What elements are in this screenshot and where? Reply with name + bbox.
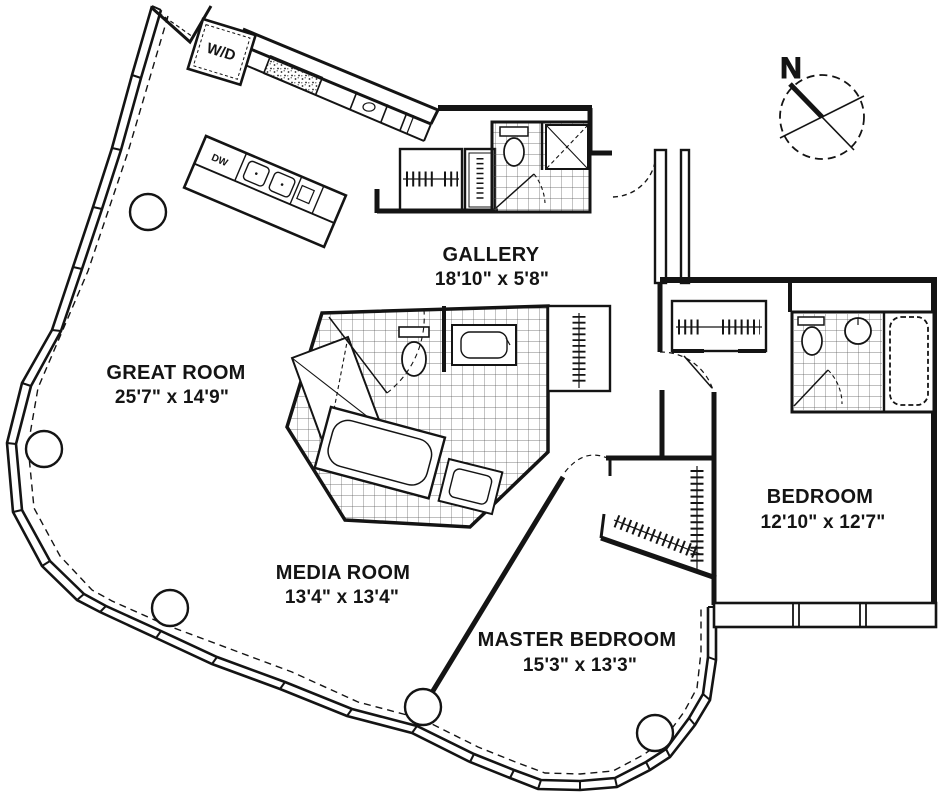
column — [128, 192, 168, 232]
room-label-gallery: GALLERY — [443, 244, 540, 266]
kitchen — [230, 27, 440, 142]
room-dims-bedroom: 12'10" x 12'7" — [761, 512, 886, 533]
vanity — [451, 324, 517, 366]
room-label-media-room: MEDIA ROOM — [276, 562, 410, 584]
entry-door-arc — [611, 152, 657, 198]
washer-dryer-closet: W/D — [186, 17, 258, 87]
door-leaf — [495, 173, 535, 209]
bedroom-window-band — [712, 601, 938, 629]
master-bedroom-walls — [422, 454, 608, 706]
bedroom-bathroom — [790, 310, 936, 414]
room-dims-media-room: 13'4" x 13'4" — [285, 587, 399, 608]
toilet-bowl — [503, 137, 525, 167]
second-vanity — [437, 457, 504, 516]
master-bathroom — [285, 304, 550, 529]
column — [635, 713, 675, 753]
toilet-tank — [499, 126, 529, 137]
gallery-closets — [374, 147, 498, 214]
window-mullion-ticks — [6, 5, 717, 790]
toilet-tank — [398, 326, 430, 338]
room-labels: GREAT ROOM 25'7" x 14'9" GALLERY 18'10" … — [106, 244, 885, 676]
sink-basin-left — [242, 160, 270, 187]
toilet-bowl — [801, 326, 823, 356]
master-bedroom-door-arc — [564, 454, 608, 473]
compass: N — [779, 52, 865, 160]
room-label-great-room: GREAT ROOM — [106, 362, 245, 384]
counter-front-edge — [230, 58, 425, 142]
room-dims-gallery: 18'10" x 5'8" — [435, 269, 549, 290]
room-label-bedroom: BEDROOM — [767, 486, 874, 508]
appliance-icon — [296, 184, 316, 205]
compass-needle — [788, 82, 824, 119]
compass-north-label: N — [780, 52, 802, 85]
linen-closet — [546, 304, 612, 393]
bathtub — [313, 405, 447, 500]
column — [24, 429, 64, 469]
toilet-tank — [797, 316, 825, 326]
room-label-master-bedroom: MASTER BEDROOM — [478, 629, 677, 651]
column — [150, 588, 190, 628]
fridge-icon — [406, 115, 415, 134]
bedroom-closet — [670, 299, 768, 353]
bathtub — [889, 316, 929, 406]
counter-dividers — [262, 55, 408, 131]
master-closet — [599, 455, 717, 581]
sink-basin-right — [268, 171, 296, 198]
range-stipple — [263, 55, 324, 96]
toilet-bowl — [401, 341, 427, 377]
hanger-ticks — [613, 514, 701, 560]
door-leaf — [328, 316, 388, 394]
kitchen-island: DW — [182, 134, 348, 249]
room-dims-great-room: 25'7" x 14'9" — [115, 387, 229, 408]
powder-bathroom — [490, 120, 592, 214]
door-leaf — [793, 369, 829, 407]
column — [403, 687, 443, 727]
columns — [24, 192, 675, 753]
bedroom-door — [659, 351, 714, 391]
corridor-walls — [653, 148, 691, 285]
cooktop-icon — [362, 102, 376, 112]
room-dims-master-bedroom: 15'3" x 13'3" — [523, 655, 637, 676]
